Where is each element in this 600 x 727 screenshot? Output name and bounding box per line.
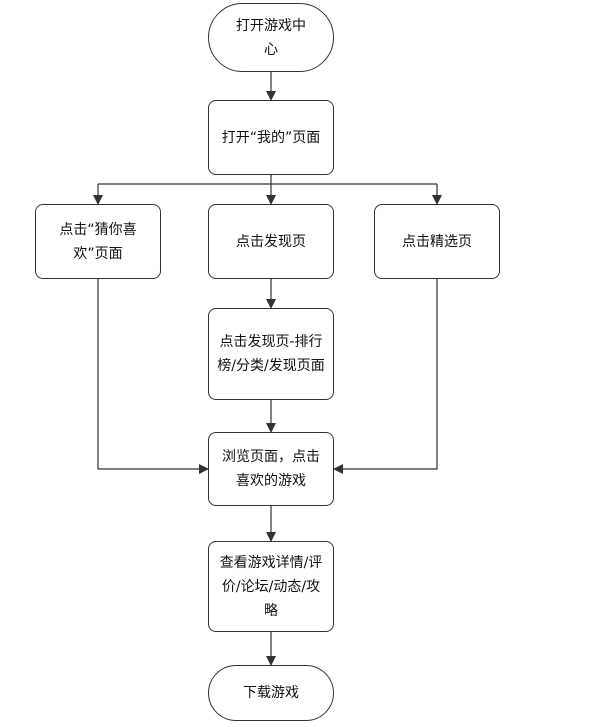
node-browse-and-click-game: 浏览页面，点击喜欢的游戏 — [208, 432, 334, 506]
node-click-guess-you-like: 点击“猜你喜欢”页面 — [35, 204, 161, 279]
node-click-discover-subpages: 点击发现页-排行榜/分类/发现页面 — [208, 308, 334, 400]
node-click-discover: 点击发现页 — [208, 204, 334, 279]
arrow-guess-to-browse — [97, 279, 209, 474]
node-view-game-details: 查看游戏详情/评价/论坛/动态/攻略 — [208, 541, 334, 632]
node-click-featured: 点击精选页 — [374, 204, 500, 279]
node-open-game-center: 打开游戏中心 — [208, 3, 334, 72]
arrow-featured-to-browse — [333, 279, 438, 474]
node-open-my-page: 打开“我的”页面 — [208, 100, 334, 175]
node-download-game: 下载游戏 — [208, 665, 334, 721]
